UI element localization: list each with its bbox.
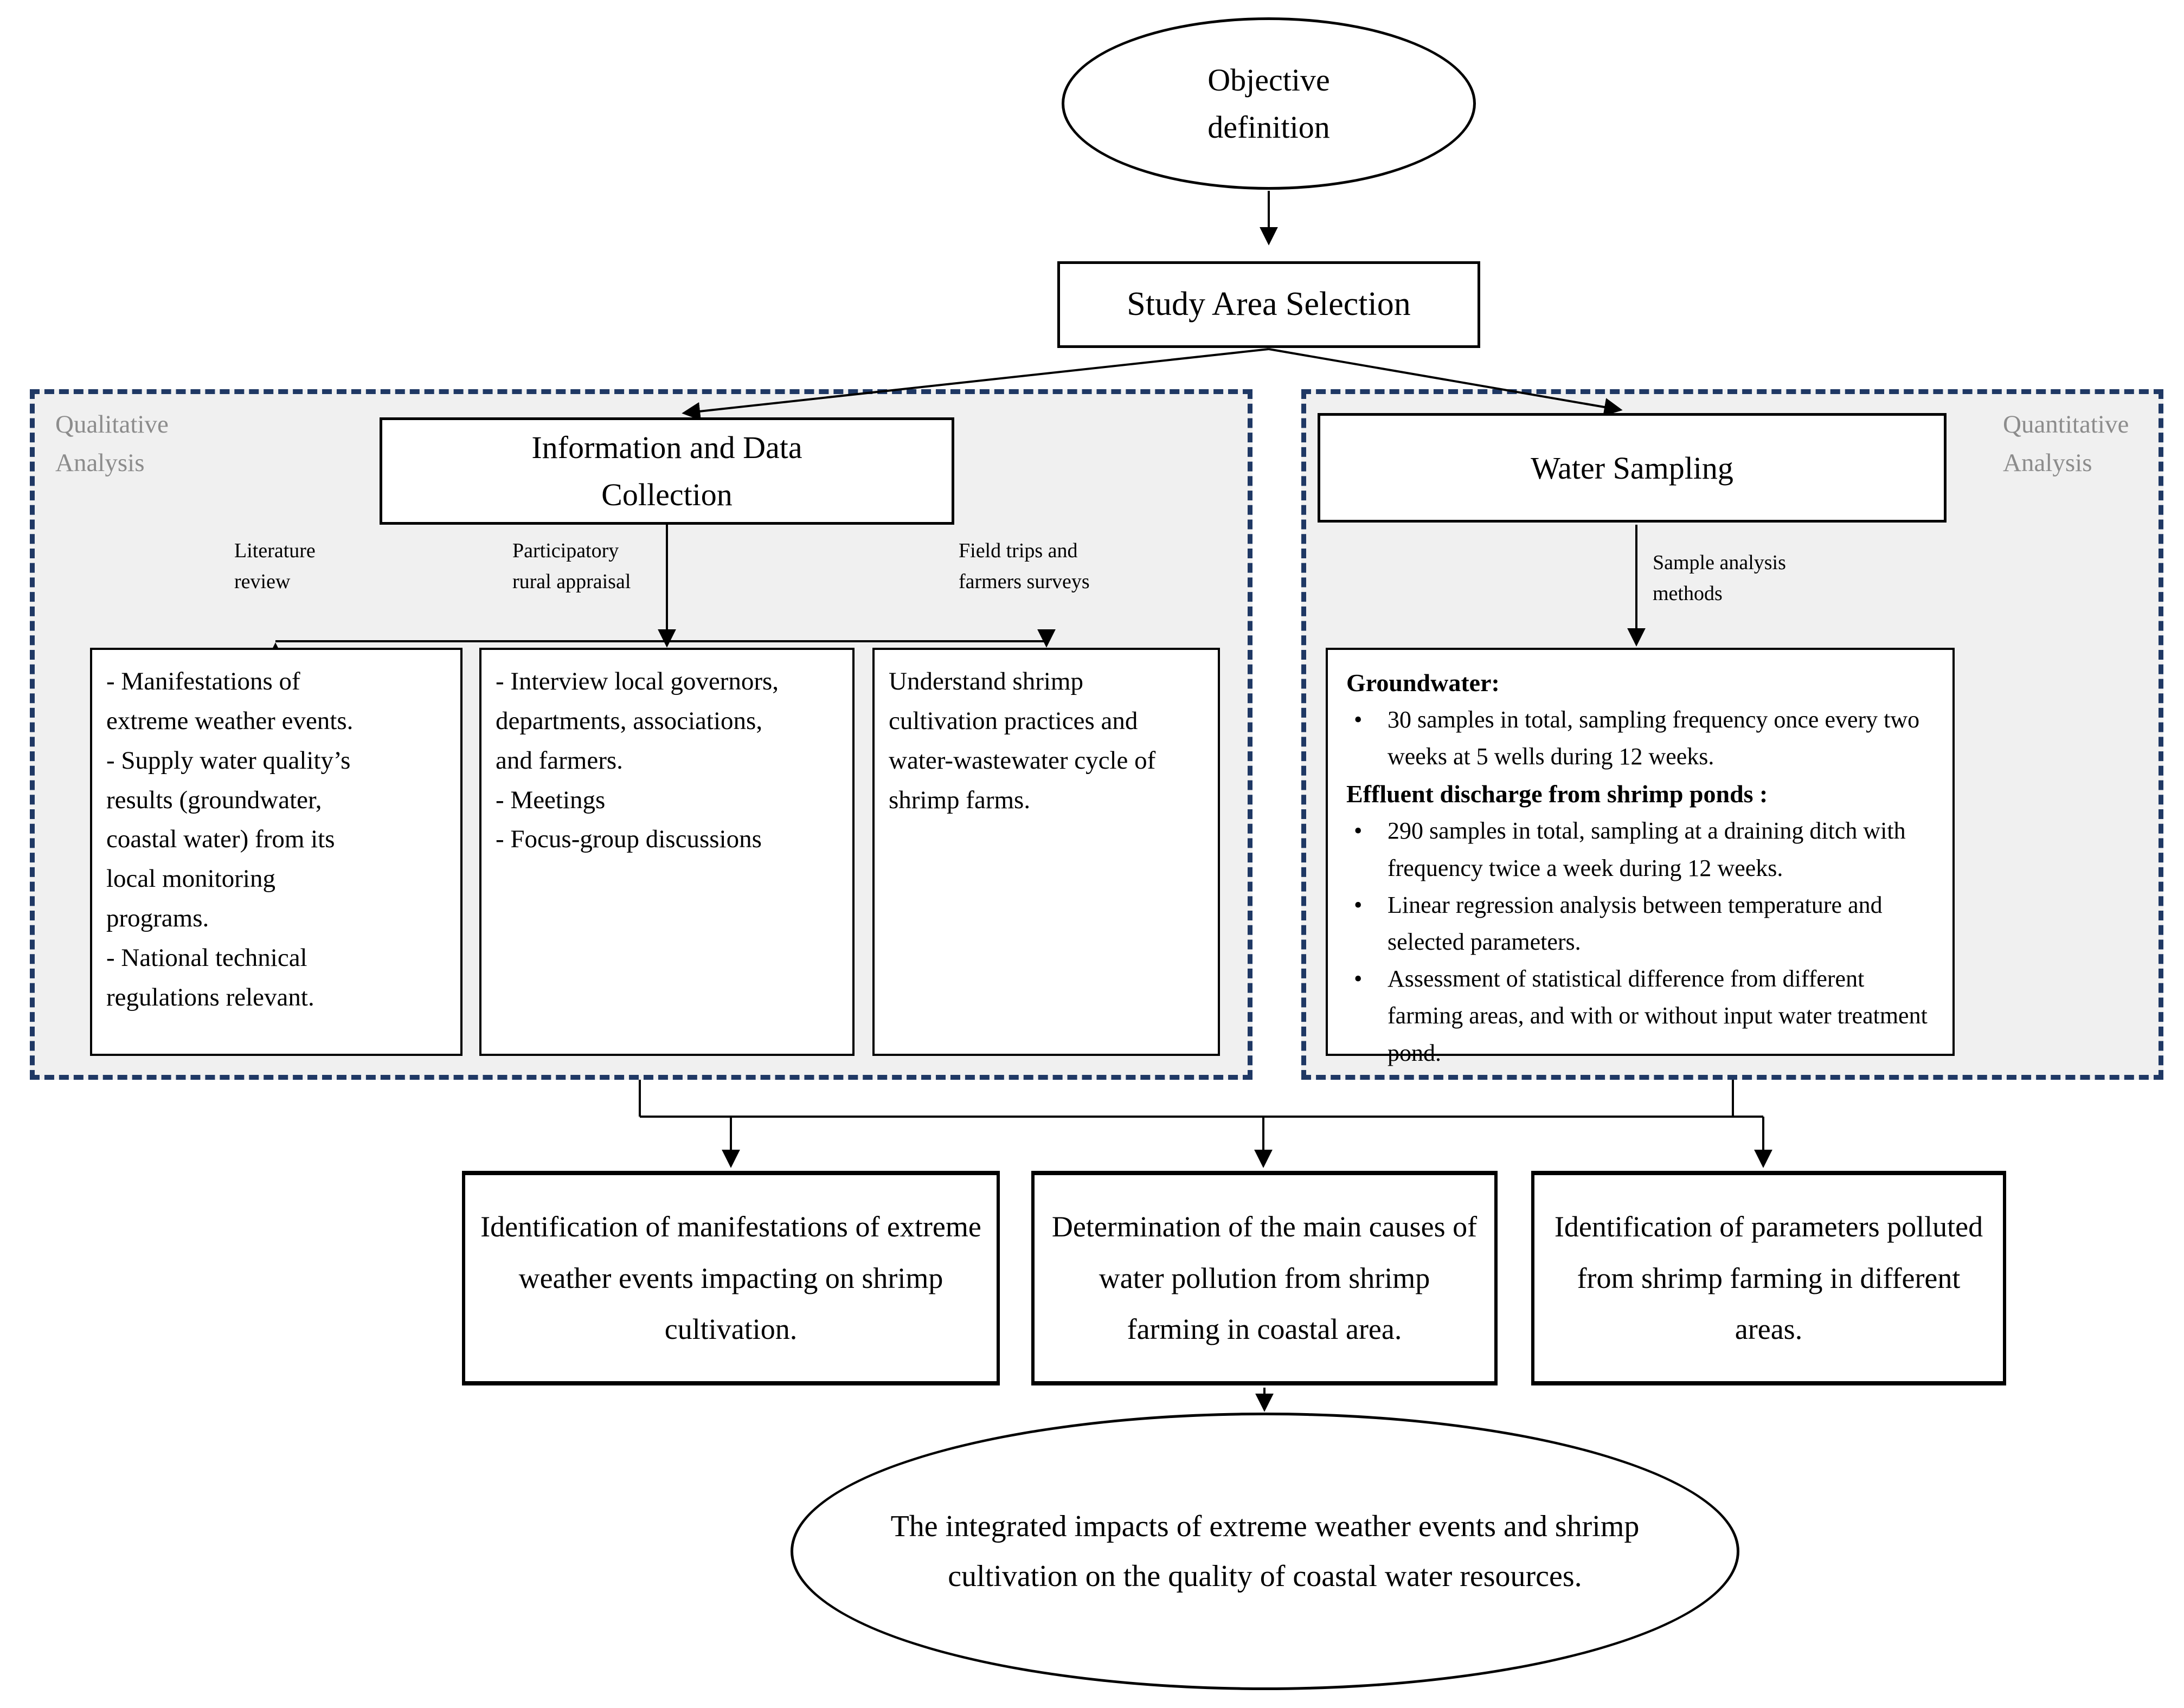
outcome-box-parameters: Identification of parameters polluted fr… bbox=[1531, 1171, 2006, 1385]
bullet-text: Linear regression analysis between tempe… bbox=[1388, 891, 1883, 955]
bullet-icon bbox=[1346, 887, 1388, 961]
outcome-box-manifestations: Identification of manifestations of extr… bbox=[462, 1171, 1000, 1385]
conclusion-ellipse: The integrated impacts of extreme weathe… bbox=[791, 1413, 1739, 1690]
bullet-icon bbox=[1346, 701, 1388, 775]
sample-analysis-box: Groundwater: 30 samples in total, sampli… bbox=[1326, 648, 1955, 1066]
literature-review-box: - Manifestations of extreme weather even… bbox=[90, 648, 463, 1056]
bullet-icon bbox=[1346, 813, 1388, 886]
effluent-bullet-3: Assessment of statistical difference fro… bbox=[1346, 961, 1934, 1072]
information-data-collection-box: Information and Data Collection bbox=[380, 417, 954, 525]
bullet-text: 290 samples in total, sampling at a drai… bbox=[1388, 817, 1906, 881]
bullet-text: Assessment of statistical difference fro… bbox=[1388, 965, 1928, 1066]
field-trips-box: Understand shrimp cultivation practices … bbox=[872, 648, 1220, 1056]
study-area-selection-box: Study Area Selection bbox=[1057, 261, 1480, 348]
literature-review-label: Literature review bbox=[234, 539, 316, 593]
participatory-rural-appraisal-label: Participatory rural appraisal bbox=[512, 539, 631, 593]
bullet-icon bbox=[1346, 961, 1388, 1072]
bullet-text: 30 samples in total, sampling frequency … bbox=[1388, 706, 1920, 770]
sample-analysis-methods-label: Sample analysis methods bbox=[1653, 551, 1786, 605]
outcome-box-causes: Determination of the main causes of wate… bbox=[1031, 1171, 1498, 1385]
water-sampling-box: Water Sampling bbox=[1318, 413, 1947, 523]
groundwater-bullet-1: 30 samples in total, sampling frequency … bbox=[1346, 701, 1934, 775]
effluent-bullet-2: Linear regression analysis between tempe… bbox=[1346, 887, 1934, 961]
objective-definition-ellipse: Objective definition bbox=[1062, 17, 1476, 190]
quantitative-analysis-label: Quantitative Analysis bbox=[2003, 410, 2129, 477]
groundwater-heading: Groundwater: bbox=[1346, 669, 1500, 697]
effluent-bullet-1: 290 samples in total, sampling at a drai… bbox=[1346, 813, 1934, 886]
conclusion-text: The integrated impacts of extreme weathe… bbox=[890, 1509, 1640, 1593]
qualitative-analysis-label: Qualitative Analysis bbox=[55, 410, 169, 477]
participatory-box: - Interview local governors, departments… bbox=[479, 648, 855, 1056]
field-trips-label: Field trips and farmers surveys bbox=[959, 539, 1090, 593]
effluent-heading: Effluent discharge from shrimp ponds : bbox=[1346, 780, 1768, 808]
